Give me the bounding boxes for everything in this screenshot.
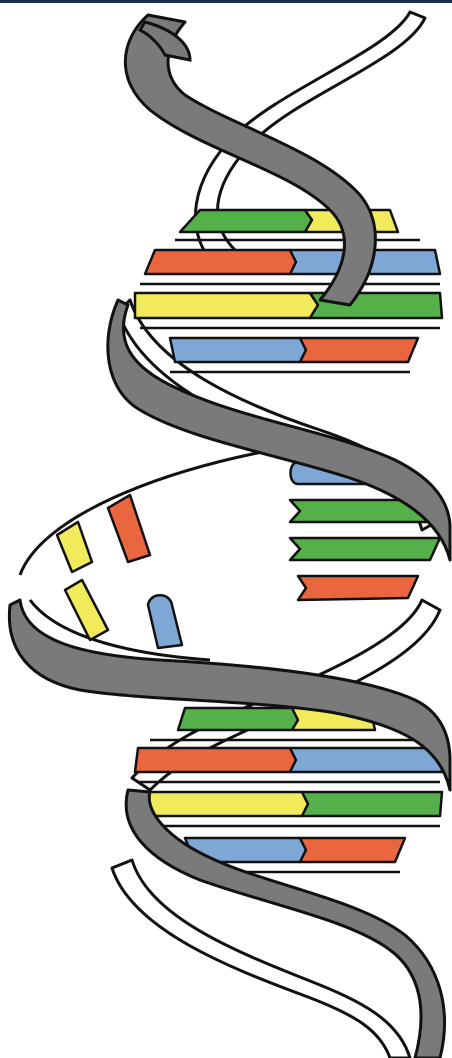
base-green — [178, 708, 298, 730]
base-pairs-top — [135, 210, 442, 362]
strand-outline-loop — [20, 445, 300, 575]
base-green — [302, 792, 442, 816]
base-red — [135, 748, 296, 772]
base-yellow — [57, 522, 92, 572]
base-yellow — [135, 792, 308, 816]
base-red — [300, 838, 405, 862]
base-green — [180, 210, 312, 232]
base-red — [298, 576, 418, 600]
base-red — [108, 495, 150, 562]
base-green — [290, 538, 440, 560]
base-yellow — [135, 293, 318, 318]
base-blue — [148, 595, 182, 648]
base-blue — [170, 338, 306, 362]
base-red — [300, 338, 418, 362]
base-red — [145, 250, 296, 274]
base-blue — [290, 748, 442, 772]
